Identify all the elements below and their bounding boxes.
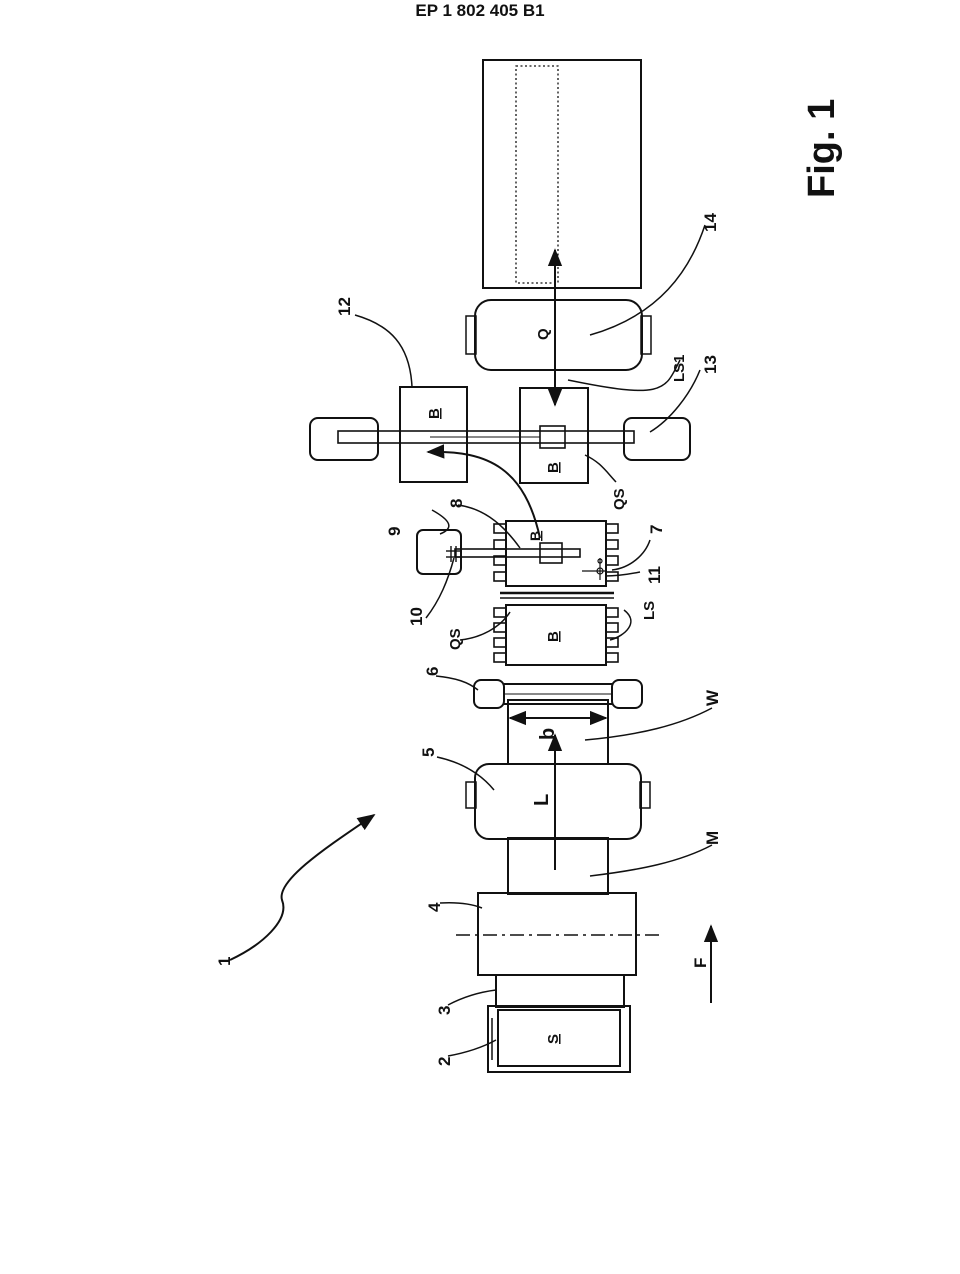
conveyor-table-lower — [505, 604, 607, 666]
label-QS: QS — [611, 488, 628, 510]
ref-label: 2 — [435, 1057, 454, 1066]
gripper-head — [539, 542, 563, 564]
stack-station-12 — [399, 386, 468, 483]
label-B: B — [545, 462, 562, 473]
stock-magazine-inner — [497, 1009, 621, 1067]
ref-label: 3 — [435, 1006, 454, 1015]
roller-left — [473, 679, 505, 709]
ref-label: 9 — [385, 527, 404, 536]
transfer-rail — [337, 430, 635, 444]
figure-title: Fig. 1 — [801, 99, 843, 198]
label-M: M — [703, 831, 722, 845]
ref-label: 10 — [407, 607, 426, 626]
web-section-w — [507, 699, 609, 765]
label-Q: Q — [535, 328, 552, 340]
ref-label: 12 — [335, 297, 354, 316]
cutting-unit — [477, 892, 637, 976]
ref-label: 4 — [425, 902, 444, 912]
label-F: F — [691, 958, 710, 968]
laminating-unit — [474, 763, 642, 840]
label-B: B — [527, 531, 543, 541]
web-section-m — [507, 837, 609, 895]
ref-label: 7 — [647, 525, 666, 534]
handling-unit-9 — [416, 529, 462, 575]
ref-label: 8 — [447, 499, 466, 508]
label-QS: QS — [447, 628, 464, 650]
ref-label: 14 — [701, 213, 720, 232]
ref-label: 6 — [423, 667, 442, 676]
storage-area — [482, 59, 642, 289]
drive-unit-left — [309, 417, 379, 461]
label-B: B — [545, 631, 562, 642]
ref-label: 11 — [645, 566, 664, 584]
patent-number-header: EP 1 802 405 B1 — [415, 1, 545, 20]
label-b: b — [537, 728, 559, 740]
label-LS1: LS1 — [671, 354, 688, 382]
transfer-carriage — [539, 425, 566, 449]
label-B: B — [426, 408, 443, 419]
drive-unit-13 — [623, 417, 691, 461]
label-W: W — [703, 689, 722, 706]
conveyor-table-upper — [505, 520, 607, 587]
roller-right — [611, 679, 643, 709]
ref-label: 1 — [215, 957, 234, 966]
arrow-1 — [229, 813, 376, 961]
stacking-unit-14 — [474, 299, 643, 371]
arrow-transfer — [426, 444, 541, 539]
gripper-rail — [454, 548, 581, 558]
ref-label: 5 — [419, 748, 438, 757]
feed-unit — [495, 974, 625, 1008]
label-L: L — [531, 794, 553, 806]
ref-label: 13 — [701, 355, 720, 374]
label-S: S — [545, 1034, 562, 1044]
storage-area-dotted — [515, 65, 559, 284]
label-LS: LS — [641, 601, 658, 620]
